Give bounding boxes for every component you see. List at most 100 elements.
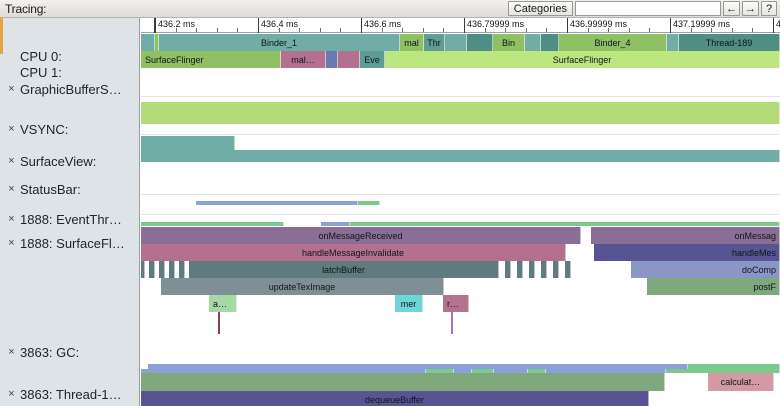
slice[interactable] [292,222,321,226]
sidebar-item-surfaceview[interactable]: × SurfaceView: [0,152,140,170]
slice-latchbuffer[interactable]: latchBuffer [189,261,499,278]
page-title: Tracing: [5,1,47,16]
flow-arrow-line [451,312,453,334]
slice-bin[interactable]: Bin [493,34,525,51]
slice[interactable] [141,222,284,226]
slice[interactable] [141,373,665,391]
slice[interactable] [467,34,493,51]
ruler-tick-label: 436.2 ms [155,18,195,33]
search-input-wrapper[interactable] [575,1,721,16]
close-icon[interactable]: × [8,213,15,225]
sidebar-item-cpu-0[interactable]: ×CPU 0: [0,48,140,64]
ruler-minor-tick [422,28,424,32]
close-icon[interactable]: × [8,123,15,135]
sidebar-item-label: CPU 1: [20,64,62,80]
slice[interactable] [338,51,360,68]
slice[interactable] [565,261,571,278]
close-icon[interactable]: × [8,155,15,167]
ruler-minor-tick [731,28,733,32]
slice[interactable] [541,34,559,51]
ruler-minor-tick [711,28,713,32]
close-icon[interactable]: × [8,346,15,358]
slice[interactable] [445,34,467,51]
slice[interactable] [541,261,547,278]
track-separator [141,194,780,195]
close-icon[interactable]: × [8,183,15,195]
slice-r[interactable]: r… [443,295,469,312]
close-icon[interactable]: × [8,237,15,249]
slice[interactable] [149,261,155,278]
slice[interactable] [667,34,679,51]
slice-mal[interactable]: mal… [281,51,326,68]
slice-onmessagereceived[interactable]: onMessageReceived [141,227,581,244]
sidebar-item-cpu-1[interactable]: ×CPU 1: [0,64,140,80]
sidebar-item-1888-eventthr[interactable]: ×1888: EventThr… [0,210,140,228]
ruler-minor-tick [443,28,445,32]
slice[interactable] [528,369,546,373]
sidebar-item-statusbar[interactable]: ×StatusBar: [0,180,140,198]
sidebar-item-vsync[interactable]: ×VSYNC: [0,120,140,138]
close-icon[interactable]: × [8,388,15,400]
slice[interactable] [553,261,559,278]
slice-a[interactable]: a… [209,295,237,312]
slice-binder-1[interactable]: Binder_1 [159,34,400,51]
track-separator [141,134,780,135]
slice[interactable] [148,364,688,369]
ruler-tick-label: 437.19999 ms [670,18,730,33]
slice-eve[interactable]: Eve [360,51,385,68]
slice[interactable] [155,34,159,51]
slice[interactable] [494,369,528,373]
sidebar-item-3863-thread-1[interactable]: ×3863: Thread-1… [0,385,140,403]
ruler-tick-label: 436.4 ms [258,18,298,33]
slice-surfaceflinger[interactable]: SurfaceFlinger [141,51,281,68]
slice[interactable] [525,34,541,51]
slice[interactable] [179,261,185,278]
track-separator [141,96,780,97]
slice-mal[interactable]: mal [400,34,424,51]
slice-mer[interactable]: mer [395,295,423,312]
slice[interactable] [426,369,454,373]
sidebar-item-label: SurfaceView: [20,153,97,169]
slice-thr[interactable]: Thr [424,34,445,51]
categories-button[interactable]: Categories [507,1,573,16]
help-button[interactable]: ? [761,1,777,16]
slice[interactable] [159,261,165,278]
slice-dequeuebuffer[interactable]: dequeueBuffer [141,391,649,406]
slice[interactable] [141,136,235,150]
slice[interactable] [358,201,380,205]
track-label-sidebar: ×CPU 0:×CPU 1:×GraphicBufferS…×VSYNC:×Su… [0,18,140,406]
ruler-minor-tick [196,28,198,32]
search-prev-button[interactable]: ← [723,1,740,16]
sidebar-item-graphicbuffers[interactable]: ×GraphicBufferS… [0,80,140,98]
track-thread1: calculat… dequeueBuffer [141,18,780,406]
search-input[interactable] [576,2,720,15]
slice[interactable] [141,369,426,373]
slice[interactable] [141,34,155,51]
close-icon[interactable]: × [8,83,15,95]
slice[interactable] [505,261,511,278]
sidebar-item-1888-surfacefl[interactable]: ×1888: SurfaceFl… [0,234,140,252]
slice-updateteximage[interactable]: updateTexImage [161,278,444,295]
toolbar: Tracing: Categories ← → ? [0,0,780,18]
slice[interactable] [529,261,535,278]
slice-handlemessageinvalidate[interactable]: handleMessageInvalidate [141,244,566,261]
slice[interactable] [196,201,358,205]
slice[interactable] [517,261,523,278]
slice[interactable] [321,222,350,226]
slice[interactable] [546,369,666,373]
sidebar-item-3863-gc[interactable]: ×3863: GC: [0,343,140,361]
slice[interactable] [326,51,338,68]
slice-calculat[interactable]: calculat… [708,373,774,391]
search-next-button[interactable]: → [742,1,759,16]
slice[interactable] [169,261,175,278]
slice[interactable] [141,364,148,369]
slice[interactable] [472,369,494,373]
ruler-minor-tick [546,28,548,32]
slice-binder-4[interactable]: Binder_4 [559,34,667,51]
slice[interactable] [454,369,472,373]
ruler-minor-tick [340,28,342,32]
slice[interactable] [141,261,145,278]
